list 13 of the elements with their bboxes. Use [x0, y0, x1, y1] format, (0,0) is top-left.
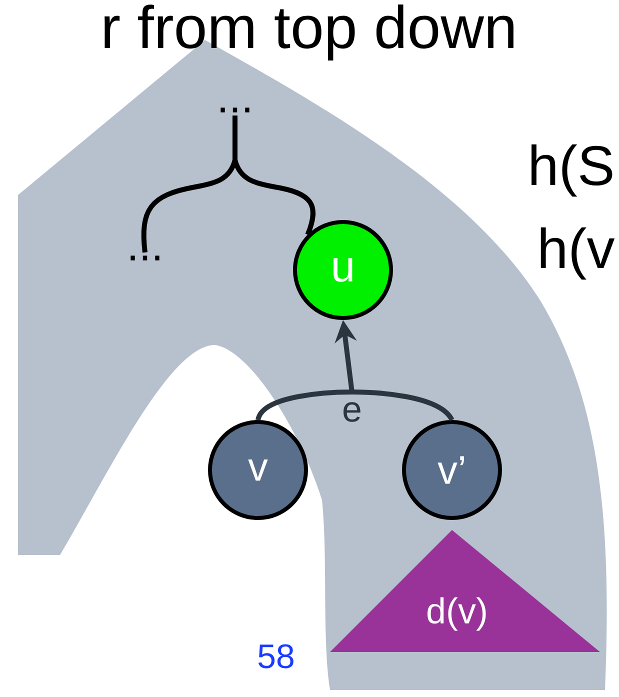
heading-text: r from top down — [104, 4, 514, 60]
connector — [232, 159, 316, 236]
connector — [256, 390, 352, 421]
subtree-triangle: d(v) — [330, 530, 600, 652]
connector — [352, 390, 454, 422]
edge-label: e — [340, 401, 363, 423]
ellipsis-text: ... — [130, 256, 160, 260]
connector — [232, 116, 238, 160]
ellipsis-text: ... — [220, 108, 250, 112]
connector — [141, 159, 238, 253]
formula-text: h(S — [532, 144, 612, 197]
slide-number: 58 — [258, 644, 294, 668]
formula-text: h(v — [540, 227, 615, 280]
